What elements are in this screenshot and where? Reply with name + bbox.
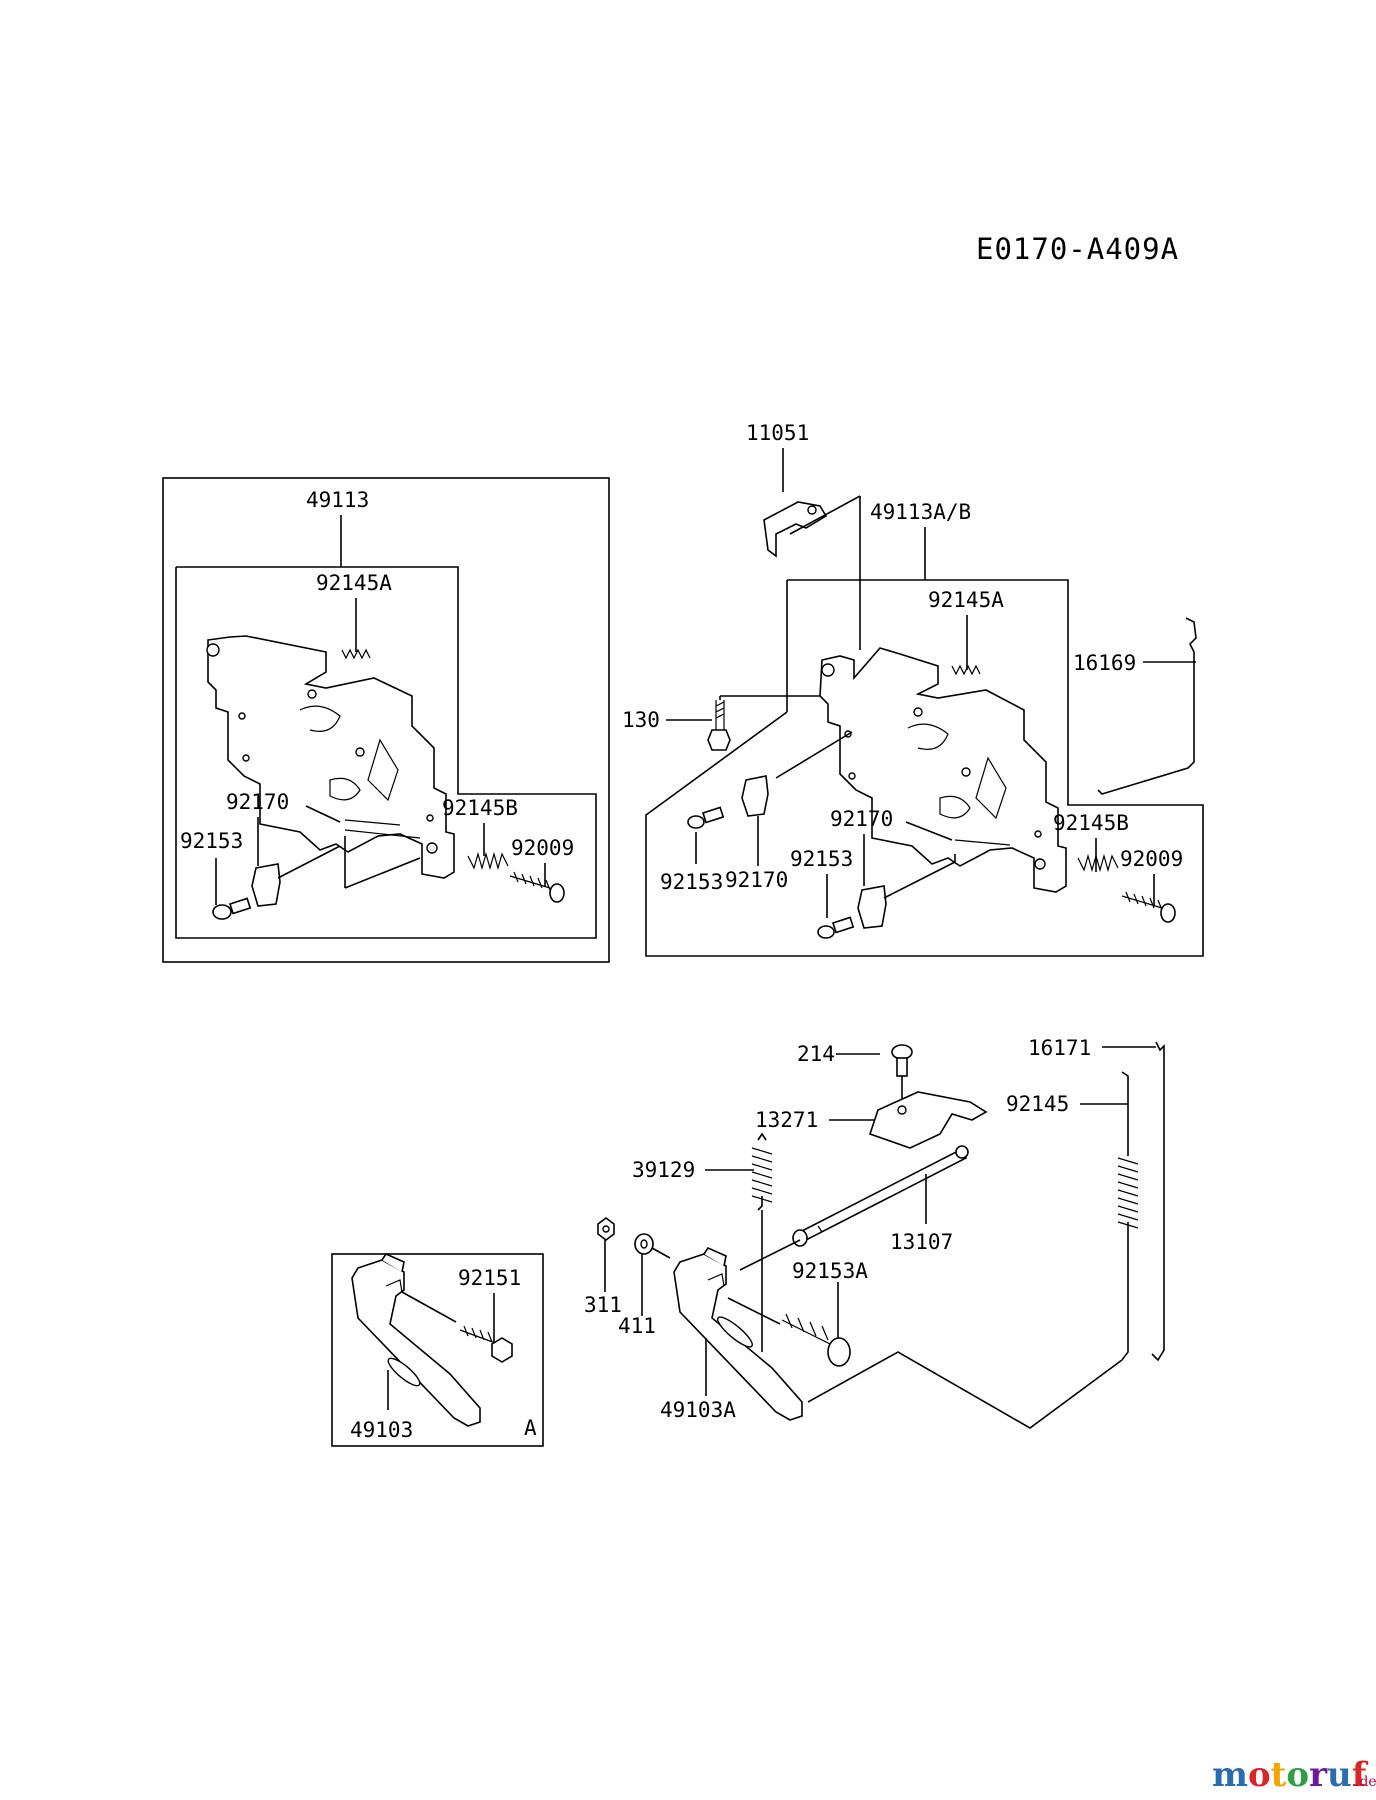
label-92153-left: 92153 [180, 829, 243, 853]
label-92153-lower: 92153 [790, 847, 853, 871]
bolt-92009-left [509, 871, 565, 903]
spring-92145b-right [1077, 853, 1119, 873]
bolt-92153a [781, 1313, 851, 1367]
label-49103: 49103 [350, 1418, 413, 1442]
label-13271: 13271 [755, 1108, 818, 1132]
rod-16171 [1151, 1041, 1165, 1362]
shaft-13107 [792, 1145, 969, 1247]
screw-214 [891, 1044, 913, 1077]
spring-92145a-right [951, 664, 981, 676]
label-49103a: 49103A [660, 1398, 736, 1422]
label-92145b-right: 92145B [1053, 811, 1129, 835]
label-92170-left: 92170 [226, 790, 289, 814]
label-49113ab: 49113A/B [870, 500, 971, 524]
control-plate-right [819, 647, 1067, 893]
label-16171: 16171 [1028, 1036, 1091, 1060]
watermark-logo: motoruf .de [1212, 1755, 1376, 1795]
left-panel: 49113 92145A 92170 92153 [162, 477, 610, 963]
nut-311 [597, 1217, 615, 1241]
label-49113: 49113 [306, 488, 369, 512]
screw-92153-upper [687, 806, 725, 829]
lever-49103a [673, 1246, 803, 1421]
label-214: 214 [797, 1042, 835, 1066]
label-16169: 16169 [1073, 651, 1136, 675]
right-panel: 11051 49113A/B 92145A 16169 130 [622, 421, 1204, 957]
svg-text:motoruf: motoruf [1212, 1755, 1369, 1795]
label-92170-lower: 92170 [830, 807, 893, 831]
washer-411 [634, 1233, 654, 1255]
clip-left [251, 863, 281, 907]
right-frame [645, 579, 1204, 957]
inset-a-tag: A [524, 1416, 537, 1440]
label-411: 411 [618, 1314, 656, 1338]
label-92009-left: 92009 [511, 836, 574, 860]
left-outer-frame [162, 477, 610, 963]
label-130: 130 [622, 708, 660, 732]
label-92145a: 92145A [316, 571, 392, 595]
label-92151: 92151 [458, 1266, 521, 1290]
label-39129: 39129 [632, 1158, 695, 1182]
control-plate-left [207, 635, 455, 879]
spring-39129 [751, 1132, 773, 1211]
label-13107: 13107 [890, 1230, 953, 1254]
inset-a-frame [331, 1253, 544, 1447]
svg-text:.de: .de [1355, 1774, 1376, 1790]
plate-13271 [868, 1091, 988, 1149]
inset-a: 92151 49103 A [331, 1252, 544, 1447]
bolt-92151 [459, 1325, 513, 1363]
screw-92153-left [212, 897, 252, 920]
label-92153a: 92153A [792, 1259, 868, 1283]
label-311: 311 [584, 1293, 622, 1317]
label-92145: 92145 [1006, 1092, 1069, 1116]
clip-92170-upper [741, 775, 769, 817]
bolt-92009-right [1121, 891, 1176, 923]
diagram-code: E0170-A409A [976, 232, 1179, 266]
clip-92170-lower [857, 885, 887, 929]
bracket-11051 [763, 501, 828, 558]
spring-92145 [1117, 1071, 1139, 1361]
label-92145a-right: 92145A [928, 588, 1004, 612]
bolt-130 [707, 700, 731, 751]
left-inner-frame [175, 566, 597, 939]
spring-92145b-left [467, 851, 509, 871]
lower-assembly: 214 13271 16171 92145 39129 [584, 1036, 1165, 1429]
rod-16169 [1097, 617, 1197, 795]
lever-49103 [351, 1252, 481, 1427]
label-92153-upper: 92153 [660, 870, 723, 894]
label-92009-right: 92009 [1120, 847, 1183, 871]
label-92170-upper: 92170 [725, 868, 788, 892]
spring-92145a [341, 648, 371, 660]
screw-92153-lower [817, 916, 855, 939]
label-92145b-left: 92145B [442, 796, 518, 820]
label-11051: 11051 [746, 421, 809, 445]
